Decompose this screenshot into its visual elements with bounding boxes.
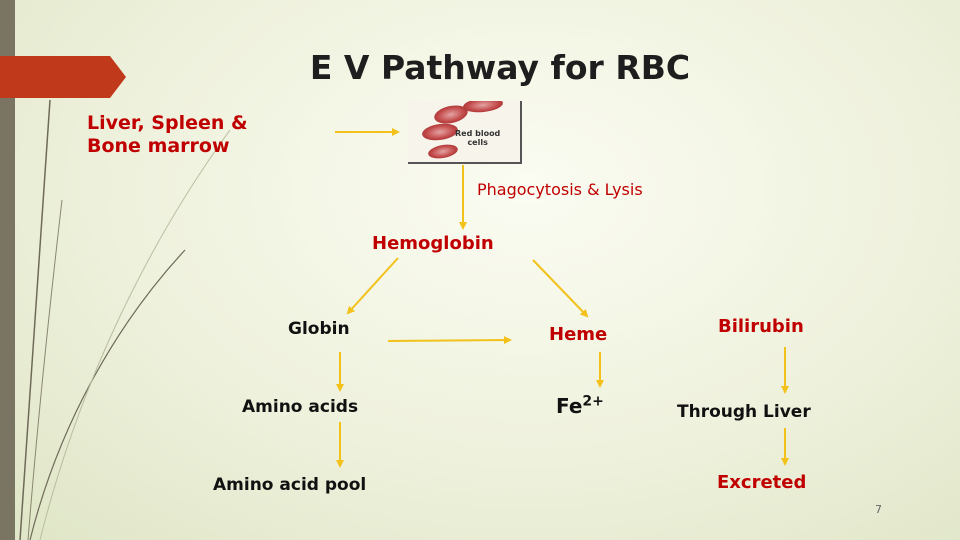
globin-node: Globin: [288, 319, 350, 339]
process-label: Phagocytosis & Lysis: [477, 180, 643, 199]
left-border-bar: [0, 0, 15, 540]
red-blood-cell: [462, 101, 504, 115]
source-line-2: Bone marrow: [87, 135, 230, 157]
arrow-globin-to-heme: [387, 336, 512, 345]
red-blood-cell: [421, 121, 459, 143]
source-line-1: Liver, Spleen &: [87, 112, 248, 134]
hemoglobin-node: Hemoglobin: [372, 233, 494, 254]
red-blood-cells-image: Red blood cells: [408, 101, 522, 164]
amino-acids-node: Amino acids: [242, 397, 359, 417]
arrow-hemoglobin-to-heme: [532, 259, 589, 318]
slide-title: E V Pathway for RBC: [309, 48, 691, 87]
through-liver-node: Through Liver: [677, 402, 811, 422]
iron-symbol: Fe: [556, 394, 583, 418]
red-blood-cells-label: Red blood cells: [455, 129, 501, 147]
decorative-swoosh: [19, 99, 231, 540]
arrow-hemoglobin-to-globin: [346, 257, 399, 315]
iron-charge: 2+: [582, 393, 604, 410]
amino-acid-pool-node: Amino acid pool: [213, 475, 367, 495]
heme-node: Heme: [549, 324, 608, 345]
source-organs-label: Liver, Spleen & Bone marrow: [87, 112, 248, 158]
bilirubin-node: Bilirubin: [718, 316, 804, 337]
page-number: 7: [875, 503, 882, 516]
title-accent-tab: [0, 56, 126, 98]
iron-node: Fe2+: [556, 394, 604, 418]
excreted-node: Excreted: [717, 472, 807, 493]
